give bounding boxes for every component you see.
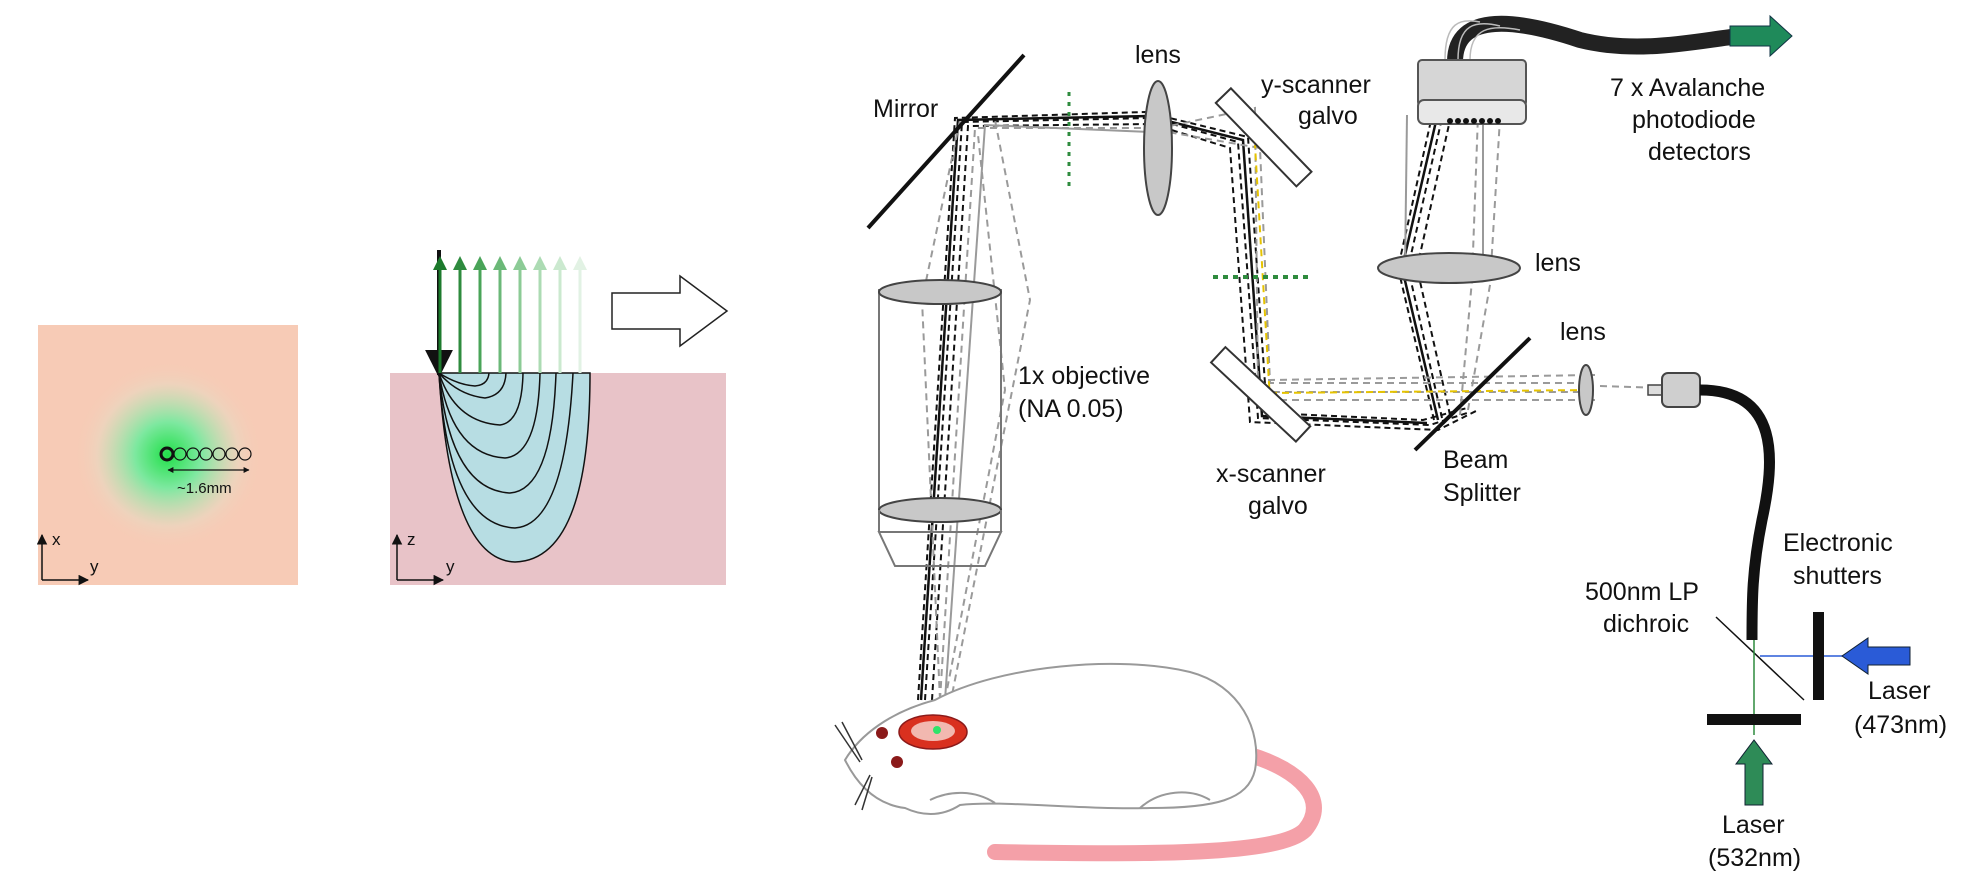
lens-right [1578,364,1594,416]
rat-eye [876,727,888,739]
objective [877,279,1003,567]
rat-body [843,662,1258,815]
axis-x-label: x [52,530,61,549]
x-scanner-label-2: galvo [1248,492,1308,520]
green-laser-arrow [1735,739,1773,806]
lens-top-label: lens [1135,41,1181,69]
beam-splitter [1413,336,1532,452]
transition-arrow [611,274,729,348]
shutter-horizontal [1707,714,1801,725]
y-scanner-label-1: y-scanner [1261,71,1371,99]
shutters-label-1: Electronic [1783,529,1893,557]
detection-arrows [433,256,587,373]
dichroic [1715,616,1805,701]
objective-lens-top [878,279,1002,305]
x-scanner-galvo [1209,345,1312,444]
y-scanner-galvo [1214,86,1313,188]
objective-lens-bottom [878,497,1002,523]
lens-mid-label: lens [1535,249,1581,277]
laser-blue-label-2: (473nm) [1854,711,1947,739]
fiber-bundle [1447,15,1741,63]
rat [834,662,1322,862]
yellow-path [1254,144,1271,401]
laser-green-label-2: (532nm) [1708,844,1801,872]
y-scanner-label-2: galvo [1298,102,1358,130]
sensitivity-volumes [438,372,591,563]
blue-laser-arrow [1841,637,1911,675]
mirror [866,53,1026,230]
detector-array [1417,14,1793,125]
fluorescence-glow [73,360,263,550]
distance-label: ~1.6mm [177,480,232,497]
lens-mid [1377,252,1521,284]
axis-z-label: z [407,530,416,549]
laser-green-label-1: Laser [1722,811,1785,839]
rat-nose [891,756,903,768]
axis-y-label: y [90,557,99,576]
objective-label-1: 1x objective [1018,362,1150,390]
detectors-label-1: 7 x Avalanche [1610,74,1765,102]
lens-top [1143,80,1173,216]
detectors-label-2: photodiode [1632,106,1756,134]
rat-tail [987,747,1322,862]
dichroic-label-2: dichroic [1603,610,1689,638]
mirror-label: Mirror [873,95,938,123]
objective-label-2: (NA 0.05) [1018,395,1124,423]
optical-fiber [1699,384,1775,641]
axis-y-b-label: y [446,557,455,576]
fiber-coupler [1647,372,1775,641]
output-arrow [1729,14,1793,58]
panel-b: z y [390,250,726,586]
optical-setup: Mirror lens y-scanner galvo 7 x Avalanch… [834,14,1947,872]
laser-blue-label-1: Laser [1868,677,1931,705]
dichroic-label-1: 500nm LP [1585,578,1699,606]
x-scanner-label-1: x-scanner [1216,460,1326,488]
panel-a: ~1.6mm x y [36,325,298,586]
detectors-label-3: detectors [1648,138,1751,166]
lens-right-label: lens [1560,318,1606,346]
photodiode-dots [1447,118,1501,124]
shutters-label-2: shutters [1793,562,1882,590]
detector-positions [173,447,252,461]
beam-splitter-label-1: Beam [1443,446,1508,474]
source-point [159,446,175,462]
shutter-vertical [1813,612,1824,700]
beam-splitter-label-2: Splitter [1443,479,1521,507]
